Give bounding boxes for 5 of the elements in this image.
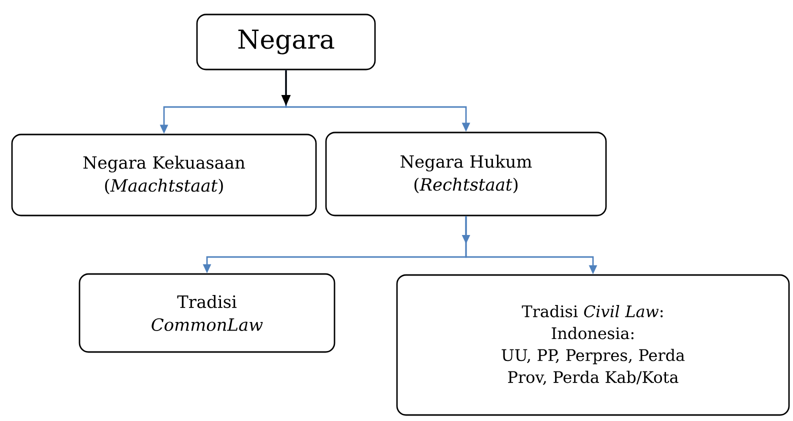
process-box: Negara Kekuasaan (Maachtstaat)	[11, 134, 317, 216]
process-box: Negara	[196, 14, 376, 70]
process-box: Negara Hukum (Rechtstaat)	[325, 132, 607, 216]
process-box: Tradisi Civil Law: Indonesia: UU, PP, Perpres, Perda Prov, Perda Kab/Kota	[396, 274, 790, 416]
process-box: Tradisi CommonLaw	[78, 273, 336, 353]
